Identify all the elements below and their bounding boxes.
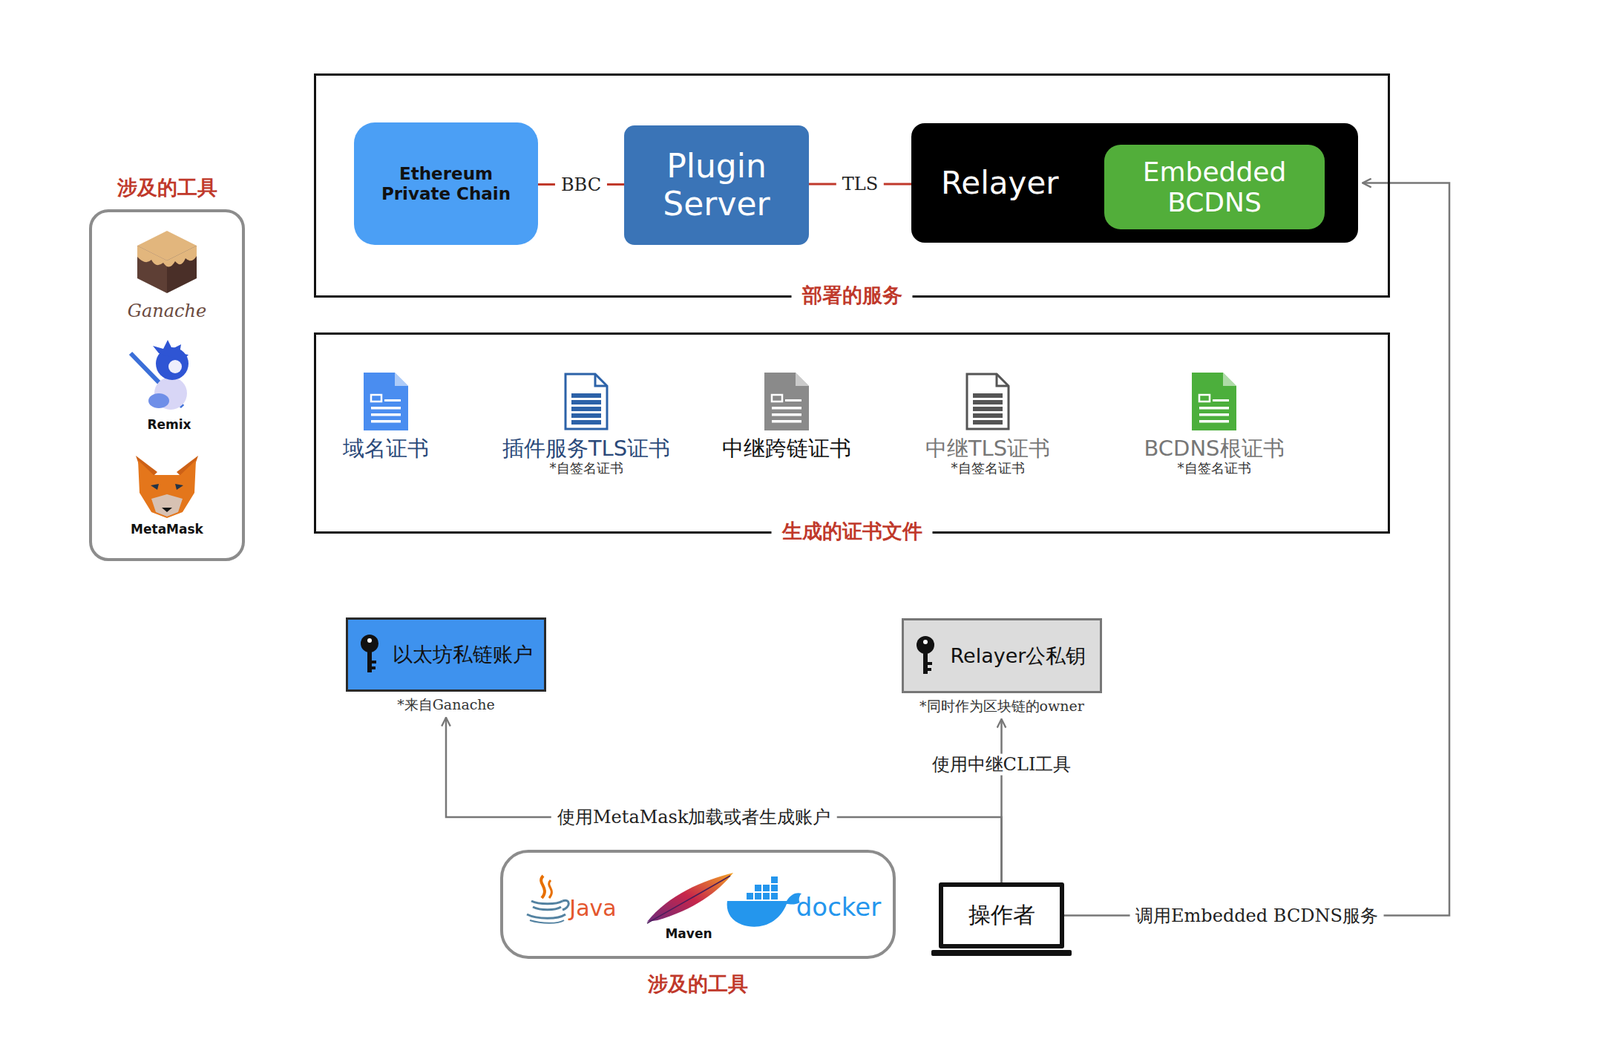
node-label: 中继TLS证书: [925, 436, 1051, 461]
certificate-file: BCDNS根证书*自签名证书: [1125, 372, 1304, 492]
chain-box: Ethereum Private Chain: [353, 122, 539, 245]
logo-name: MetaMask: [130, 521, 204, 537]
node-label: 生成的证书文件: [771, 519, 933, 544]
metamask-logo: [135, 455, 199, 518]
node-note: *自签名证书: [1177, 460, 1252, 477]
node-label: Relayer公私钥: [950, 644, 1087, 668]
logo-name: Ganache: [127, 300, 207, 323]
node-note: *来自Ganache: [397, 696, 495, 714]
key-icon: [358, 633, 381, 676]
edge-label: BBC: [555, 173, 608, 196]
maven-logo: [647, 872, 734, 924]
node-label: Ethereum Private Chain: [367, 164, 525, 204]
node-label: 中继跨链证书: [722, 436, 852, 461]
node-label: 操作者: [968, 902, 1036, 929]
document-icon: [363, 372, 409, 431]
edge-label: 使用MetaMask加载或者生成账户: [551, 806, 837, 829]
operator-laptop: 操作者: [938, 882, 1065, 949]
document-icon: [764, 372, 809, 431]
certificate-file: 插件服务TLS证书*自签名证书: [482, 372, 691, 492]
document-icon: [965, 372, 1011, 431]
node-label: Embedded BCDNS: [1111, 156, 1318, 219]
laptop-base: [931, 949, 1072, 956]
certificate-file: 中继TLS证书*自签名证书: [906, 372, 1070, 492]
node-label: Plugin Server: [631, 147, 802, 223]
node-label: 域名证书: [342, 436, 429, 461]
document-icon: [1191, 372, 1237, 431]
bcdns-box: Embedded BCDNS: [1104, 144, 1325, 230]
connector: [1000, 719, 1003, 883]
node-label: Relayer: [941, 164, 1059, 201]
ganache-logo: [137, 230, 197, 294]
logo-name: docker: [796, 892, 881, 923]
tool-panel: 涉及的工具: [89, 209, 245, 562]
connector: [1064, 183, 1450, 916]
logo-name: Maven: [664, 926, 712, 942]
remix-logo: [130, 339, 189, 410]
certificate-file: 中继跨链证书: [705, 372, 869, 492]
node-label: 部署的服务: [791, 283, 913, 308]
certificate-file: 域名证书: [326, 372, 446, 492]
node-label: 以太坊私链账户: [392, 642, 533, 666]
node-label: BCDNS根证书: [1143, 436, 1284, 461]
node-note: *自签名证书: [951, 460, 1025, 477]
plugin-box: Plugin Server: [624, 125, 809, 245]
logo-name: Remix: [146, 417, 191, 432]
logo-name: Java: [569, 894, 616, 922]
java-logo: [526, 875, 569, 924]
docker-logo: [727, 876, 802, 927]
node-label: 涉及的工具: [117, 175, 218, 199]
edge-label: TLS: [836, 173, 884, 196]
node-label: 涉及的工具: [647, 972, 749, 996]
edge-label: 使用中继CLI工具: [926, 753, 1078, 776]
key-box: Relayer公私钥*同时作为区块链的owner: [901, 618, 1103, 694]
node-note: *同时作为区块链的owner: [919, 698, 1085, 715]
key-icon: [914, 635, 937, 677]
connector: [446, 717, 1002, 883]
edge-label: 调用Embedded BCDNS服务: [1129, 904, 1385, 927]
document-icon: [564, 372, 609, 431]
relayer-box: Relayer Embedded BCDNS: [911, 123, 1359, 243]
node-label: 插件服务TLS证书: [502, 436, 671, 461]
node-note: *自签名证书: [549, 460, 624, 477]
certificate-group: 生成的证书文件域名证书插件服务TLS证书*自签名证书中继跨链证书中继TLS证书*…: [313, 332, 1390, 534]
account-box: 以太坊私链账户*来自Ganache: [345, 617, 547, 692]
